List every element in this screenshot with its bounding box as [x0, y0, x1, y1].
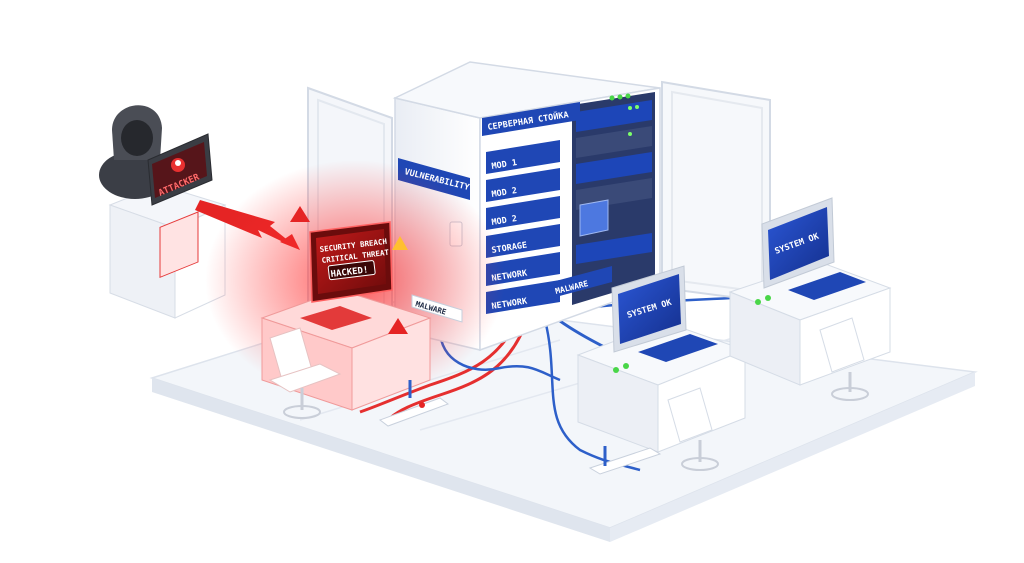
office-chair: [667, 387, 719, 471]
rack-unit: MOD 2: [486, 168, 560, 202]
status-led: [755, 299, 761, 305]
keyboard: [638, 334, 718, 362]
workstation-center: SYSTEM OK: [576, 265, 747, 475]
spark-icon: [392, 236, 408, 250]
svg-text:MOD 1: MOD 1: [491, 158, 518, 172]
rack-unit: MOD 2: [486, 196, 560, 230]
svg-text:MOD 2: MOD 2: [491, 214, 518, 228]
warning-icon: [290, 206, 310, 222]
status-led: [609, 95, 615, 101]
hacked-workstation: SECURITY BREACH CRITICAL THREAT HACKED! …: [205, 160, 505, 427]
status-led: [625, 93, 631, 99]
attacker-laptop: ATTACKER: [147, 133, 213, 206]
status-led: [617, 94, 623, 100]
warning-icon: [388, 318, 408, 334]
status-led: [613, 367, 619, 373]
workstation-right: SYSTEM OK: [728, 197, 892, 401]
power-strip: [588, 447, 662, 475]
status-led: [623, 363, 629, 369]
office-chair: [268, 327, 342, 419]
office-chair: [819, 317, 869, 401]
keyboard: [300, 306, 372, 330]
rack-interior-modules: [576, 100, 652, 264]
rack-unit: MOD 1: [486, 140, 560, 174]
hacked-label: HACKED!: [330, 265, 369, 280]
svg-text:MOD 2: MOD 2: [491, 186, 518, 200]
status-led: [765, 295, 771, 301]
server-rack: VULNERABILITY СЕРВЕРНАЯ СТОЙКА MOD 1 MOD…: [307, 61, 771, 352]
keyboard: [788, 272, 866, 300]
